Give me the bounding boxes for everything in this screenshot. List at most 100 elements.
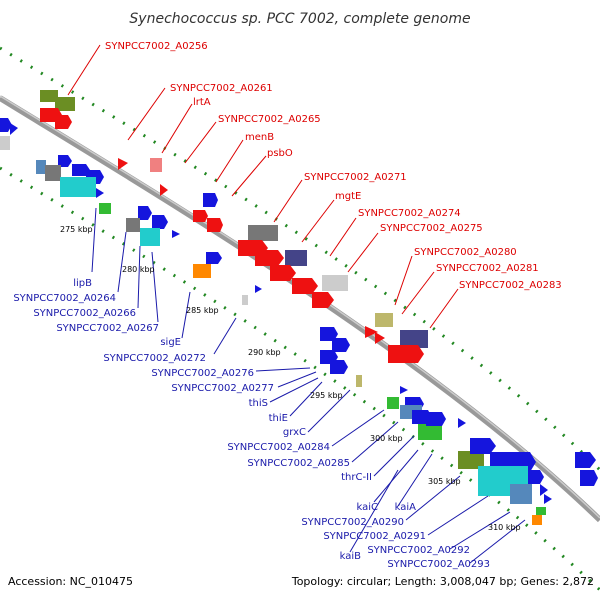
leader-line: [401, 271, 435, 315]
feature-gray: [248, 225, 278, 241]
genome-summary-text: Topology: circular; Length: 3,008,047 bp…: [291, 575, 594, 588]
gene-label: SYNPCC7002_A0291: [323, 531, 426, 542]
feature-arrow-blue: [540, 484, 548, 496]
feature-arrow-blue: [10, 123, 18, 135]
gene-label: SYNPCC7002_A0284: [227, 442, 330, 453]
gene-label: thiS: [249, 398, 268, 409]
gene-label: SYNPCC7002_A0277: [171, 383, 274, 394]
gene-label: psbO: [267, 148, 293, 159]
feature-olive: [458, 451, 484, 469]
gene-label: thiE: [269, 413, 288, 424]
feature-khaki: [375, 313, 393, 327]
leader-line: [255, 367, 311, 372]
gene-label: thrC-II: [341, 472, 372, 483]
feature-lightgray: [242, 295, 248, 305]
gene-label: SYNPCC7002_A0271: [304, 172, 407, 183]
leader-line: [373, 435, 415, 477]
gene-label: SYNPCC7002_A0267: [56, 323, 159, 334]
tick-label: 275 kbp: [60, 225, 93, 234]
tick-label: 280 kbp: [122, 265, 155, 274]
feature-arrow-blue: [96, 188, 104, 198]
feature-arrow-blue: [172, 230, 180, 238]
feature-green: [536, 507, 546, 515]
inner-features: [0, 118, 598, 525]
feature-arrow-blue: [470, 438, 496, 454]
leader-line: [405, 475, 461, 521]
leader-line: [137, 245, 141, 309]
gene-label: SYNPCC7002_A0285: [247, 458, 350, 469]
feature-steel: [36, 160, 46, 174]
leader-line: [349, 469, 399, 553]
feature-arrow-blue: [528, 470, 544, 484]
leader-line: [307, 389, 351, 433]
gene-label: SYNPCC7002_A0266: [33, 308, 136, 319]
gene-label: SYNPCC7002_A0292: [367, 545, 470, 556]
feature-arrow-blue: [152, 215, 168, 229]
gene-label: SYNPCC7002_A0272: [103, 353, 206, 364]
feature-lightgray: [0, 136, 10, 150]
tick-label: 310 kbp: [488, 523, 521, 532]
top-labels: SYNPCC7002_A0256 SYNPCC7002_A0261 lrtA S…: [105, 41, 562, 291]
feature-arrow-red: [55, 115, 72, 129]
feature-pink: [150, 158, 162, 172]
gene-label: SYNPCC7002_A0264: [13, 293, 116, 304]
leader-line: [394, 255, 413, 306]
gene-label: menB: [245, 132, 274, 143]
tick-label: 285 kbp: [186, 306, 219, 315]
leader-line: [151, 251, 159, 323]
gene-label: mgtE: [335, 191, 361, 202]
leader-line: [373, 449, 419, 503]
gene-label: lrtA: [193, 97, 211, 108]
gene-label: kaiA: [395, 502, 417, 513]
leader-line: [269, 377, 319, 403]
feature-arrow-blue: [458, 418, 466, 428]
leader-line: [301, 199, 335, 243]
gene-label: SYNPCC7002_A0290: [301, 517, 404, 528]
top-leaders: [67, 44, 459, 329]
feature-arrow-red: [160, 184, 168, 196]
feature-arrow-blue: [330, 360, 348, 374]
leader-line: [429, 288, 459, 329]
gene-label: grxC: [283, 427, 306, 438]
feature-arrow-red: [365, 326, 378, 338]
leader-line: [273, 179, 303, 223]
leader-line: [213, 317, 237, 355]
feature-cyan: [60, 177, 96, 197]
feature-orange: [532, 515, 542, 525]
leader-line: [181, 291, 191, 339]
tick-label: 290 kbp: [248, 348, 281, 357]
feature-steel: [510, 484, 532, 504]
bottom-leaders: [91, 207, 526, 564]
leader-line: [289, 381, 323, 417]
feature-arrow-blue: [332, 338, 350, 352]
gene-label: kaiC: [356, 502, 378, 513]
inner-dotted-ring: [0, 166, 600, 592]
feature-arrow-blue: [0, 118, 12, 132]
feature-darkslate: [400, 330, 428, 348]
leader-line: [184, 121, 217, 164]
leader-line: [277, 371, 317, 388]
feature-gray: [126, 218, 140, 232]
gene-label: SYNPCC7002_A0276: [151, 368, 254, 379]
tick-label: 300 kbp: [370, 434, 403, 443]
feature-arrow-red: [270, 265, 296, 281]
feature-lightgray: [322, 275, 348, 291]
feature-darkslate: [285, 250, 307, 266]
feature-arrow-red: [312, 292, 334, 308]
bottom-labels: lipB SYNPCC7002_A0264 SYNPCC7002_A0266 S…: [13, 278, 490, 570]
feature-orange: [193, 264, 211, 278]
gene-label: SYNPCC7002_A0275: [380, 223, 483, 234]
accession-text: Accession: NC_010475: [8, 575, 133, 588]
gene-label: SYNPCC7002_A0280: [414, 247, 517, 258]
leader-line: [231, 155, 267, 197]
leader-line: [117, 231, 127, 293]
feature-cyan: [140, 228, 160, 246]
feature-arrow-blue: [575, 452, 596, 468]
feature-olive: [40, 90, 58, 102]
feature-arrow-red: [207, 218, 223, 232]
feature-arrow-blue: [320, 327, 338, 341]
feature-arrow-red: [375, 332, 385, 344]
gene-label: sigE: [160, 337, 181, 348]
feature-arrow-red: [193, 210, 208, 222]
